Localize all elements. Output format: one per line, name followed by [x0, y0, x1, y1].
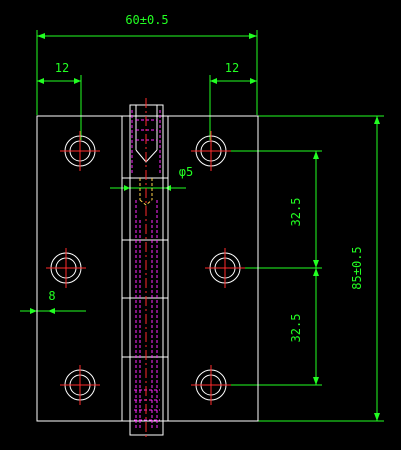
hinge-holes	[46, 131, 245, 405]
overall-width-label: 60±0.5	[125, 13, 168, 27]
hole-edge-dimension: 8	[20, 289, 86, 317]
overall-height-dimension: 85±0.5	[258, 115, 384, 422]
hole-pitch-upper-label: 32.5	[289, 198, 303, 227]
hole-right-middle	[205, 248, 245, 288]
hole-pitch-lower-label: 32.5	[289, 314, 303, 343]
right-offset-dimension: 12	[209, 61, 257, 140]
overall-height-label: 85±0.5	[350, 246, 364, 289]
hole-left-top	[60, 131, 100, 171]
hole-edge-label: 8	[48, 289, 55, 303]
left-offset-label: 12	[55, 61, 69, 75]
hinge-knuckle	[121, 98, 169, 440]
pin-diameter-label: φ5	[179, 165, 193, 179]
hole-pitch-dimensions: 32.5 32.5	[228, 150, 322, 386]
hole-right-top	[191, 131, 231, 171]
pin-diameter-dimension: φ5	[110, 165, 193, 191]
left-offset-dimension: 12	[37, 61, 82, 140]
hole-left-middle	[46, 248, 86, 288]
overall-width-dimension: 60±0.5	[36, 13, 258, 115]
hole-left-bottom	[60, 365, 100, 405]
right-offset-label: 12	[225, 61, 239, 75]
hole-right-bottom	[191, 365, 231, 405]
